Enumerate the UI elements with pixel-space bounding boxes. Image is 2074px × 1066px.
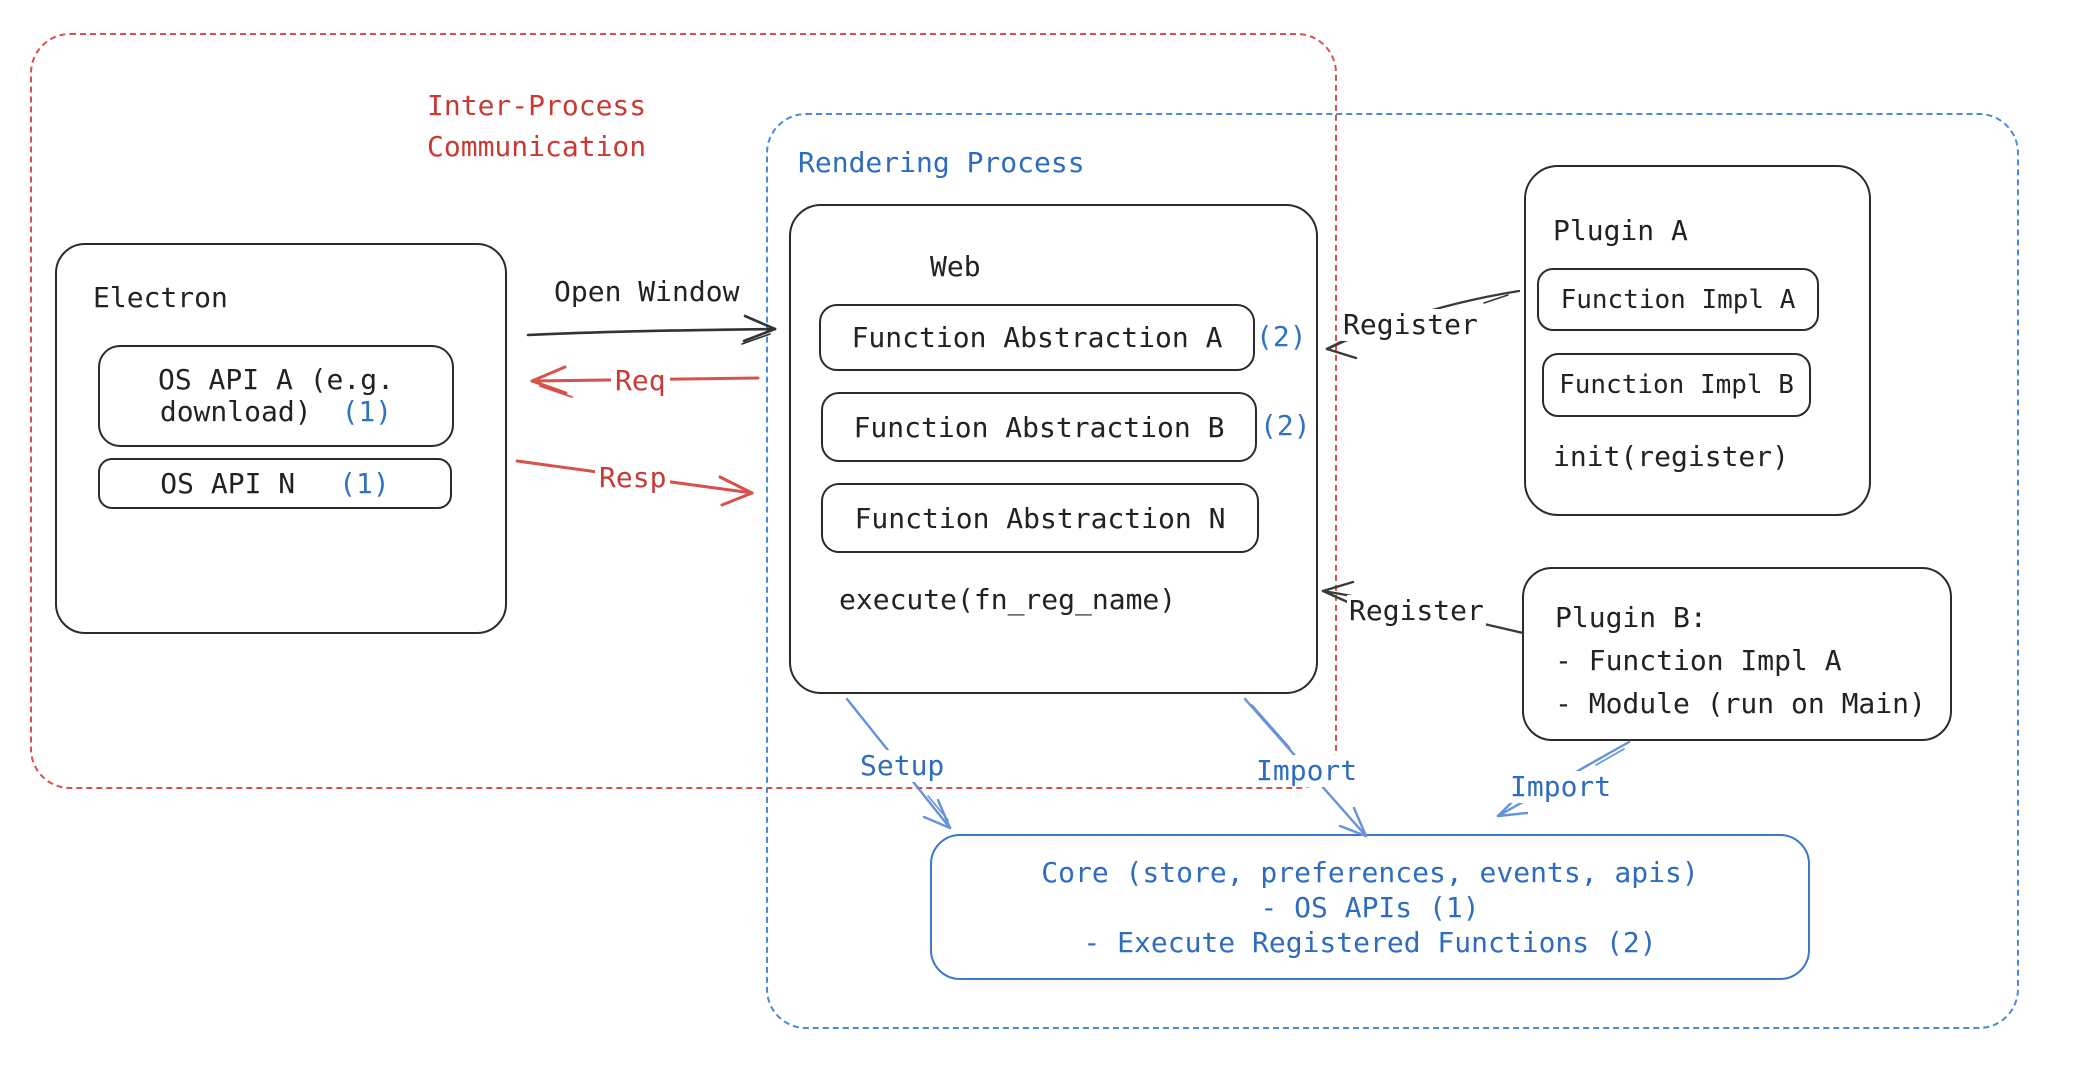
- ipc-region-label: Inter-Process Communication: [427, 85, 646, 167]
- function-abstraction-a-label: Function Abstraction A: [851, 321, 1223, 354]
- register-bottom-label: Register: [1347, 594, 1486, 627]
- req-label: Req: [611, 365, 670, 397]
- core-line3: - Execute Registered Functions (2): [1083, 925, 1657, 959]
- plugin-a-impl-b-box: Function Impl B: [1542, 353, 1811, 417]
- plugin-a-impl-a-box: Function Impl A: [1537, 268, 1819, 331]
- function-abstraction-a-badge: (2): [1256, 320, 1307, 353]
- electron-title: Electron: [93, 281, 228, 314]
- plugin-b-text: Plugin B: - Function Impl A - Module (ru…: [1555, 596, 1926, 725]
- function-abstraction-b-label: Function Abstraction B: [853, 410, 1225, 444]
- ipc-region-box: [30, 33, 1337, 789]
- plugin-b-node: [1522, 567, 1952, 741]
- os-api-n-label: OS API N: [160, 467, 296, 500]
- web-title: Web: [930, 250, 981, 283]
- plugin-a-impl-b-label: Function Impl B: [1559, 370, 1794, 400]
- plugin-a-impl-a-label: Function Impl A: [1560, 284, 1796, 315]
- plugin-b-title: Plugin B:: [1555, 601, 1707, 634]
- ipc-label-line1: Inter-Process: [427, 89, 647, 122]
- core-line1: Core (store, preferences, events, apis): [1041, 855, 1699, 889]
- os-api-a-line2: download) (1): [159, 395, 393, 428]
- function-abstraction-n-label: Function Abstraction N: [854, 501, 1226, 535]
- execute-label: execute(fn_reg_name): [839, 583, 1177, 616]
- function-abstraction-b-box: Function Abstraction B: [821, 392, 1257, 462]
- plugin-b-item-2: - Module (run on Main): [1555, 687, 1926, 720]
- plugin-a-init-label: init(register): [1553, 440, 1790, 473]
- function-abstraction-a-box: Function Abstraction A: [819, 304, 1255, 371]
- os-api-a-box: OS API A (e.g. download) (1): [98, 345, 454, 447]
- os-api-a-line1: OS API A (e.g.: [157, 363, 394, 396]
- plugin-a-title: Plugin A: [1553, 214, 1688, 247]
- core-line2: - OS APIs (1): [1260, 890, 1480, 924]
- os-api-n-badge: (1): [339, 467, 390, 500]
- function-abstraction-n-box: Function Abstraction N: [821, 483, 1259, 553]
- register-top-label: Register: [1341, 308, 1480, 341]
- rendering-region-label: Rendering Process: [798, 146, 1085, 179]
- plugin-a-node: [1524, 165, 1871, 516]
- ipc-label-line2: Communication: [427, 130, 647, 163]
- os-api-a-badge: (1): [341, 395, 393, 428]
- os-api-n-box: OS API N (1): [98, 458, 452, 509]
- setup-label: Setup: [856, 750, 949, 782]
- import-web-label: Import: [1252, 755, 1362, 787]
- function-abstraction-b-badge: (2): [1260, 409, 1311, 442]
- plugin-b-item-1: - Function Impl A: [1555, 644, 1842, 677]
- open-window-label: Open Window: [554, 275, 740, 308]
- core-node: Core (store, preferences, events, apis) …: [930, 834, 1810, 980]
- import-plugin-label: Import: [1506, 771, 1616, 803]
- rendering-region-box: [766, 113, 2019, 1029]
- resp-label: Resp: [595, 462, 671, 494]
